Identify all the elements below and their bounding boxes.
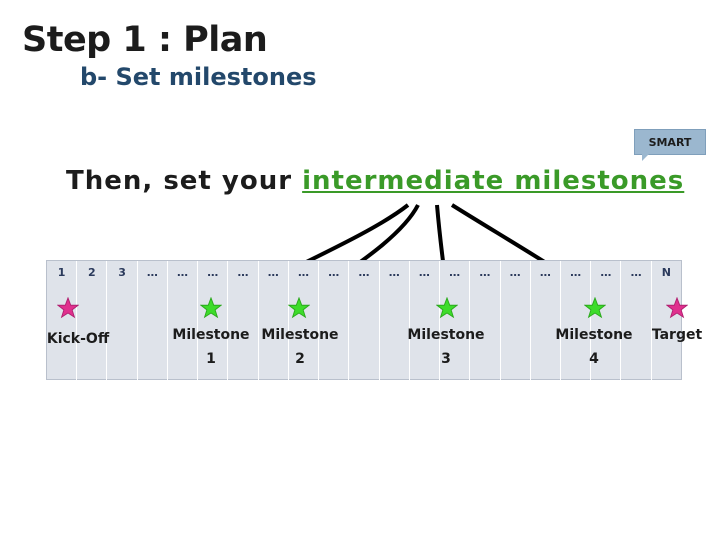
timeline-body-cell: [319, 284, 350, 380]
timeline: 1 2 3 … … … … … … … … … … … … … … … … … …: [46, 260, 682, 380]
timeline-period-cell: …: [531, 261, 561, 284]
page-title: Step 1 : Plan: [22, 20, 268, 60]
timeline-period-cell: 1: [47, 261, 78, 284]
milestone-1-sublabel: 1: [206, 351, 216, 367]
target-label: Target: [651, 327, 703, 343]
timeline-period-cell: …: [228, 261, 259, 284]
timeline-body-cell: [259, 284, 289, 380]
timeline-period-cell: …: [561, 261, 592, 284]
timeline-period-cell: …: [138, 261, 168, 284]
timeline-period-cell: …: [259, 261, 289, 284]
milestone-2-star-icon: [288, 297, 310, 319]
timeline-period-cell: …: [349, 261, 380, 284]
timeline-period-cell: …: [591, 261, 622, 284]
kick-off-label: Kick-Off: [46, 331, 110, 347]
timeline-body-cell: [531, 284, 561, 380]
timeline-period-cell: N: [661, 266, 671, 279]
smart-callout-label: SMART: [648, 135, 692, 149]
timeline-body-cell: [228, 284, 259, 380]
milestone-1-label: Milestone: [172, 327, 250, 343]
timeline-period-cell: …: [198, 261, 229, 284]
smart-callout: SMART: [634, 129, 706, 155]
timeline-body-cell: [621, 284, 652, 380]
timeline-body-cell: [289, 284, 320, 380]
timeline-period-cell: 3: [107, 261, 138, 284]
timeline-period-cell: 2: [77, 261, 108, 284]
timeline-body-cell: [410, 284, 441, 380]
timeline-body-cell: [470, 284, 501, 380]
timeline-period-cell: …: [319, 261, 350, 284]
timeline-period-cell: …: [470, 261, 501, 284]
page-subtitle: b- Set milestones: [80, 63, 317, 91]
timeline-body-cell: [198, 284, 229, 380]
timeline-period-cell: …: [380, 261, 410, 284]
milestone-2-label: Milestone: [261, 327, 339, 343]
smart-callout-tail: [642, 152, 651, 161]
timeline-body-cell: [107, 284, 138, 380]
timeline-body-cell: [380, 284, 410, 380]
timeline-body: [47, 284, 681, 380]
timeline-body-cell: [77, 284, 108, 380]
milestone-3-label: Milestone: [407, 327, 485, 343]
sentence-highlight: intermediate milestones: [302, 166, 685, 196]
milestone-4-star-icon: [584, 297, 606, 319]
kick-off-star-icon: [57, 297, 79, 319]
timeline-period-cell: …: [289, 261, 320, 284]
timeline-period-cell: …: [410, 261, 441, 284]
milestone-3-star-icon: [436, 297, 458, 319]
main-sentence: Then, set your intermediate milestones: [66, 166, 684, 196]
timeline-period-cell: …: [501, 261, 531, 284]
timeline-body-cell: [138, 284, 168, 380]
milestone-3-sublabel: 3: [441, 351, 451, 367]
timeline-body-cell: [168, 284, 199, 380]
timeline-body-cell: [47, 284, 78, 380]
timeline-period-cell: …: [440, 261, 471, 284]
timeline-body-cell: [501, 284, 531, 380]
timeline-period-cell: …: [168, 261, 199, 284]
milestone-4-sublabel: 4: [589, 351, 599, 367]
sentence-lead: Then, set your: [66, 166, 293, 196]
timeline-body-cell: [440, 284, 471, 380]
timeline-period-cell: …: [621, 261, 652, 284]
milestone-4-label: Milestone: [555, 327, 633, 343]
milestone-1-star-icon: [200, 297, 222, 319]
timeline-body-cell: [591, 284, 622, 380]
timeline-body-cell: [561, 284, 592, 380]
timeline-header: 1 2 3 … … … … … … … … … … … … … … … … … …: [47, 261, 681, 284]
target-star-icon: [666, 297, 688, 319]
milestone-2-sublabel: 2: [295, 351, 305, 367]
timeline-body-cell: [349, 284, 380, 380]
